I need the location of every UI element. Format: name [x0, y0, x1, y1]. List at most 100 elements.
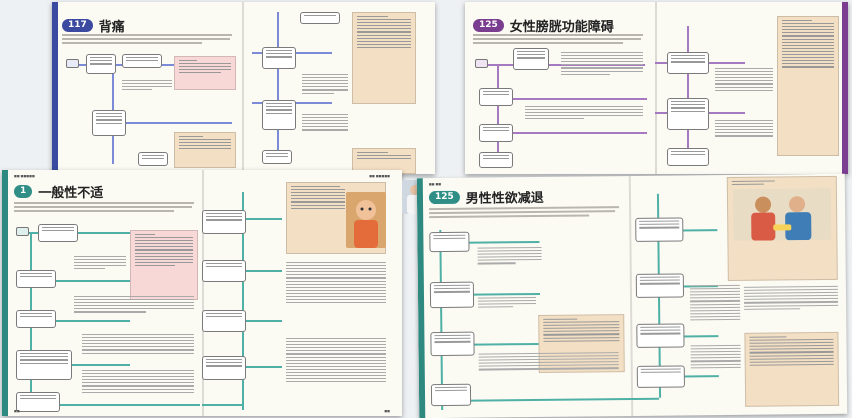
decision-node: [667, 148, 709, 166]
flow-connector: [497, 64, 499, 164]
decision-node: [430, 383, 472, 407]
start-tag: [475, 59, 489, 68]
warning-box: [174, 132, 236, 168]
info-sidebar: [777, 16, 839, 156]
body-text: [715, 120, 773, 139]
page-number: ■■: [384, 409, 390, 413]
intro-text-line: [429, 214, 590, 218]
decision-node: [429, 231, 470, 253]
start-tag: [16, 227, 30, 236]
decision-node: [513, 48, 549, 70]
spread-gutter: [655, 2, 657, 174]
spread-female-bladder: 125 女性膀胱功能障碍: [465, 2, 848, 174]
decision-node: [202, 210, 246, 234]
page-title-bar: 117 背痛: [62, 16, 125, 35]
spread-back-pain: 117 背痛: [52, 2, 435, 174]
body-text: [74, 296, 194, 315]
flow-connector: [242, 320, 282, 322]
chapter-number-badge: 125: [428, 190, 460, 205]
page-title: 女性膀胱功能障碍: [509, 20, 614, 35]
flow-connector: [277, 12, 279, 162]
decision-node: [16, 270, 56, 288]
body-text: [478, 352, 619, 372]
page-title-bar: 125 女性膀胱功能障碍: [473, 16, 614, 35]
flow-connector: [112, 122, 232, 124]
body-text: [743, 285, 839, 312]
photo-child-icon: [346, 192, 386, 248]
body-text: [122, 80, 172, 92]
flow-connector: [631, 397, 660, 400]
flow-connector: [242, 218, 282, 220]
decision-node: [479, 152, 513, 168]
decision-node: [635, 217, 684, 242]
running-header: ■■ ■■■■■: [14, 174, 35, 178]
flow-connector: [30, 404, 200, 406]
decision-node: [430, 331, 475, 357]
spread-general-malaise: ■■ ■■■■■ ■■ ■■■■■ 1 一般性不适: [2, 170, 402, 416]
decision-node: [92, 110, 126, 136]
body-text: [302, 114, 348, 133]
body-text: [690, 344, 741, 370]
intro-text-line: [429, 210, 616, 214]
decision-node: [667, 98, 709, 130]
spread-gutter: [628, 176, 634, 417]
flow-connector: [475, 64, 645, 66]
body-text: [689, 284, 741, 323]
intro-text-line: [62, 38, 230, 40]
body-text: [82, 334, 194, 356]
danger-box: [174, 56, 236, 90]
danger-box: [130, 230, 198, 300]
flow-connector: [497, 98, 647, 100]
intro-text-line: [14, 206, 192, 208]
flow-connector: [497, 132, 647, 134]
intro-text-line: [14, 210, 174, 212]
body-text: [477, 246, 542, 266]
decision-node: [16, 350, 72, 380]
flow-connector: [242, 270, 282, 272]
start-tag: [66, 59, 80, 68]
flow-connector: [30, 364, 130, 366]
info-sidebar: [744, 331, 840, 407]
decision-node: [86, 54, 116, 74]
body-text: [82, 370, 194, 395]
body-text: [302, 74, 348, 96]
teal-page-edge: [416, 178, 426, 418]
flow-connector: [202, 404, 242, 406]
page-title: 背痛: [98, 20, 125, 35]
flow-connector: [242, 192, 244, 410]
decision-node: [202, 260, 246, 282]
page-title-bar: 125 男性性欲减退: [428, 187, 544, 207]
intro-text-line: [473, 42, 623, 44]
intro-text-line: [62, 34, 232, 36]
blue-page-edge: [52, 2, 58, 174]
body-text: [74, 256, 126, 271]
body-text: [715, 68, 773, 93]
photo-couple-icon: [732, 187, 832, 241]
decision-node: [38, 224, 78, 242]
chapter-number-badge: 117: [62, 19, 93, 32]
teal-page-edge: [2, 170, 8, 416]
info-sidebar: [352, 12, 416, 104]
decision-node: [636, 365, 685, 388]
body-text: [286, 262, 386, 305]
decision-node: [122, 54, 162, 68]
decision-node: [16, 392, 60, 412]
body-text: [525, 106, 643, 121]
decision-node: [262, 150, 292, 164]
decision-node: [479, 124, 513, 142]
decision-node: [667, 52, 709, 74]
spread-male-libido: ■■ ■■ 125 男性性欲减退: [416, 173, 848, 418]
flow-connector: [30, 280, 130, 282]
intro-text-line: [62, 42, 202, 44]
decision-node: [138, 152, 168, 166]
body-text: [478, 297, 537, 310]
intro-text-line: [473, 34, 643, 36]
decision-node: [202, 310, 246, 332]
body-text: [286, 338, 386, 384]
decision-node: [300, 12, 340, 24]
flow-connector: [30, 320, 130, 322]
decision-node: [262, 47, 296, 69]
purple-page-edge: [842, 2, 848, 174]
flow-connector: [687, 26, 689, 162]
running-header: ■■ ■■■■■: [369, 174, 390, 178]
